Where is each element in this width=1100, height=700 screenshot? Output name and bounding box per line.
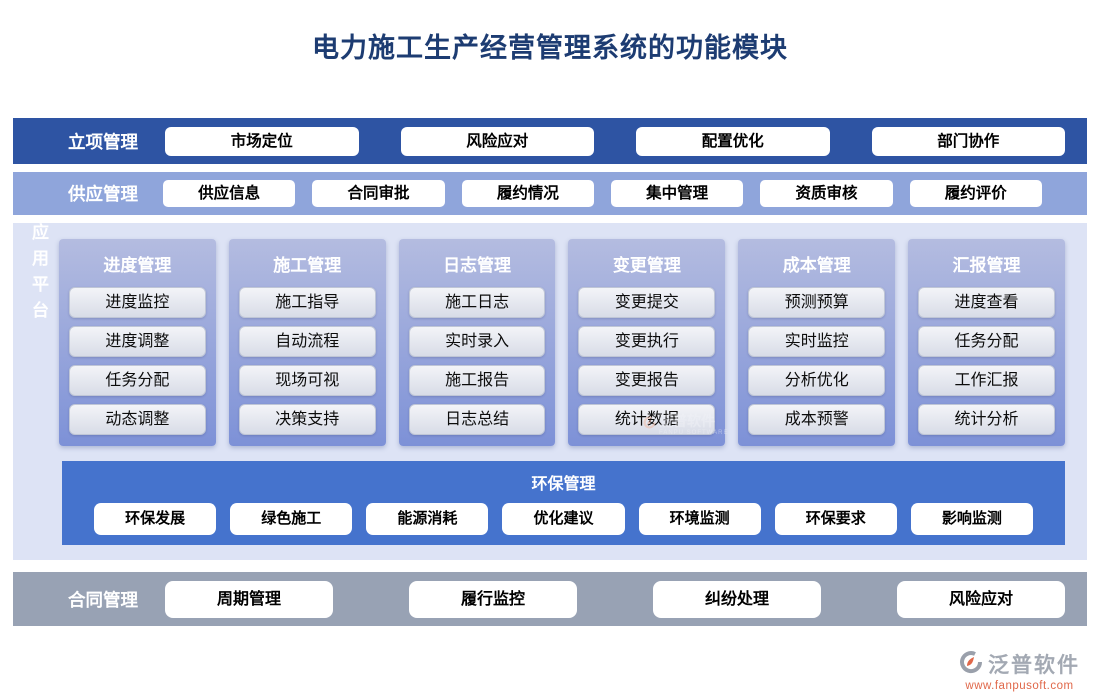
module-chip[interactable]: 任务分配 [69, 365, 206, 396]
band-contract-buttons: 周期管理 履行监控 纠纷处理 风险应对 [165, 580, 1065, 618]
button-performance-monitoring[interactable]: 履行监控 [409, 580, 577, 618]
column-report: 汇报管理 进度查看 任务分配 工作汇报 统计分析 [908, 239, 1065, 446]
button-dispute-handling[interactable]: 纠纷处理 [653, 580, 821, 618]
button-env-monitoring[interactable]: 环境监测 [638, 503, 761, 535]
module-chip[interactable]: 预测预算 [748, 287, 886, 318]
band-contract-management-label: 合同管理 [68, 589, 138, 610]
module-chip[interactable]: 进度监控 [69, 287, 206, 318]
button-risk-response[interactable]: 风险应对 [400, 126, 594, 156]
button-performance-evaluation[interactable]: 履约评价 [909, 180, 1042, 207]
button-contract-approval[interactable]: 合同审批 [312, 180, 445, 207]
module-chip[interactable]: 工作汇报 [918, 365, 1055, 396]
platform-vertical-label: 应用平台 [29, 223, 48, 327]
button-market-positioning[interactable]: 市场定位 [165, 126, 359, 156]
module-chip[interactable]: 进度调整 [69, 326, 206, 357]
column-progress: 进度管理 进度监控 进度调整 任务分配 动态调整 [59, 239, 216, 446]
brand-logo-icon [959, 650, 983, 679]
module-chip[interactable]: 现场可视 [238, 365, 376, 396]
application-platform-panel: 应用平台 进度管理 进度监控 进度调整 任务分配 动态调整 施工管理 施工指导 … [13, 223, 1087, 560]
band-supply-buttons: 供应信息 合同审批 履约情况 集中管理 资质审核 履约评价 [163, 180, 1042, 207]
env-management-buttons: 环保发展 绿色施工 能源消耗 优化建议 环境监测 环保要求 影响监测 [94, 503, 1033, 535]
button-risk-response[interactable]: 风险应对 [897, 580, 1065, 618]
page-title: 电力施工生产经营管理系统的功能模块 [312, 33, 788, 63]
column-report-header: 汇报管理 [952, 256, 1021, 275]
module-chip[interactable]: 变更执行 [578, 326, 716, 357]
column-cost-header: 成本管理 [782, 256, 851, 275]
column-construction: 施工管理 施工指导 自动流程 现场可视 决策支持 [228, 239, 386, 446]
column-construction-header: 施工管理 [273, 256, 342, 275]
button-qualification-review[interactable]: 资质审核 [760, 180, 893, 207]
band-supply-management: 供应管理 供应信息 合同审批 履约情况 集中管理 资质审核 履约评价 [13, 172, 1087, 215]
module-chip[interactable]: 进度查看 [918, 287, 1055, 318]
button-cycle-management[interactable]: 周期管理 [165, 580, 333, 618]
module-chip[interactable]: 施工指导 [238, 287, 376, 318]
band-project-initiation-label: 立项管理 [68, 131, 138, 152]
band-supply-management-label: 供应管理 [68, 184, 138, 204]
module-chip[interactable]: 自动流程 [238, 326, 376, 357]
column-log-header: 日志管理 [443, 256, 512, 275]
button-green-construction[interactable]: 绿色施工 [230, 503, 353, 535]
button-energy-consumption[interactable]: 能源消耗 [366, 503, 489, 535]
button-supply-info[interactable]: 供应信息 [163, 180, 296, 207]
column-change: 变更管理 变更提交 变更执行 变更报告 统计数据 [568, 239, 726, 446]
button-impact-monitoring[interactable]: 影响监测 [910, 503, 1033, 535]
env-management-header: 环保管理 [531, 476, 596, 493]
column-progress-header: 进度管理 [103, 256, 172, 275]
module-chip[interactable]: 决策支持 [238, 404, 376, 435]
module-columns: 进度管理 进度监控 进度调整 任务分配 动态调整 施工管理 施工指导 自动流程 … [59, 239, 1065, 446]
button-env-requirements[interactable]: 环保要求 [774, 503, 897, 535]
module-chip[interactable]: 分析优化 [748, 365, 886, 396]
button-centralized-management[interactable]: 集中管理 [610, 180, 744, 207]
module-chip[interactable]: 统计分析 [918, 404, 1055, 435]
module-chip[interactable]: 实时录入 [408, 326, 546, 357]
column-change-header: 变更管理 [612, 256, 681, 275]
button-env-development[interactable]: 环保发展 [94, 503, 217, 535]
column-log: 日志管理 施工日志 实时录入 施工报告 日志总结 [398, 239, 556, 446]
button-optimization-suggestion[interactable]: 优化建议 [502, 503, 625, 535]
module-chip[interactable]: 实时监控 [748, 326, 886, 357]
module-chip[interactable]: 施工日志 [408, 287, 546, 318]
button-performance-status[interactable]: 履约情况 [461, 180, 594, 207]
band-contract-management: 合同管理 周期管理 履行监控 纠纷处理 风险应对 [13, 572, 1087, 626]
env-management-band: 环保管理 环保发展 绿色施工 能源消耗 优化建议 环境监测 环保要求 影响监测 [62, 461, 1065, 545]
band-project-initiation: 立项管理 市场定位 风险应对 配置优化 部门协作 [13, 118, 1087, 164]
brand-name: 泛普软件 [988, 654, 1080, 677]
button-config-optimization[interactable]: 配置优化 [636, 126, 830, 156]
band-project-buttons: 市场定位 风险应对 配置优化 部门协作 [165, 126, 1065, 156]
module-chip[interactable]: 统计数据 [578, 404, 716, 435]
module-chip[interactable]: 动态调整 [69, 404, 206, 435]
button-department-collaboration[interactable]: 部门协作 [871, 126, 1065, 156]
module-chip[interactable]: 施工报告 [408, 365, 546, 396]
column-cost: 成本管理 预测预算 实时监控 分析优化 成本预警 [738, 239, 896, 446]
module-chip[interactable]: 日志总结 [408, 404, 546, 435]
module-chip[interactable]: 成本预警 [748, 404, 886, 435]
module-chip[interactable]: 变更提交 [578, 287, 716, 318]
module-chip[interactable]: 任务分配 [918, 326, 1055, 357]
brand-url: www.fanpusoft.com [965, 680, 1074, 692]
brand-footer: 泛普软件 www.fanpusoft.com [959, 649, 1080, 692]
module-chip[interactable]: 变更报告 [578, 365, 716, 396]
